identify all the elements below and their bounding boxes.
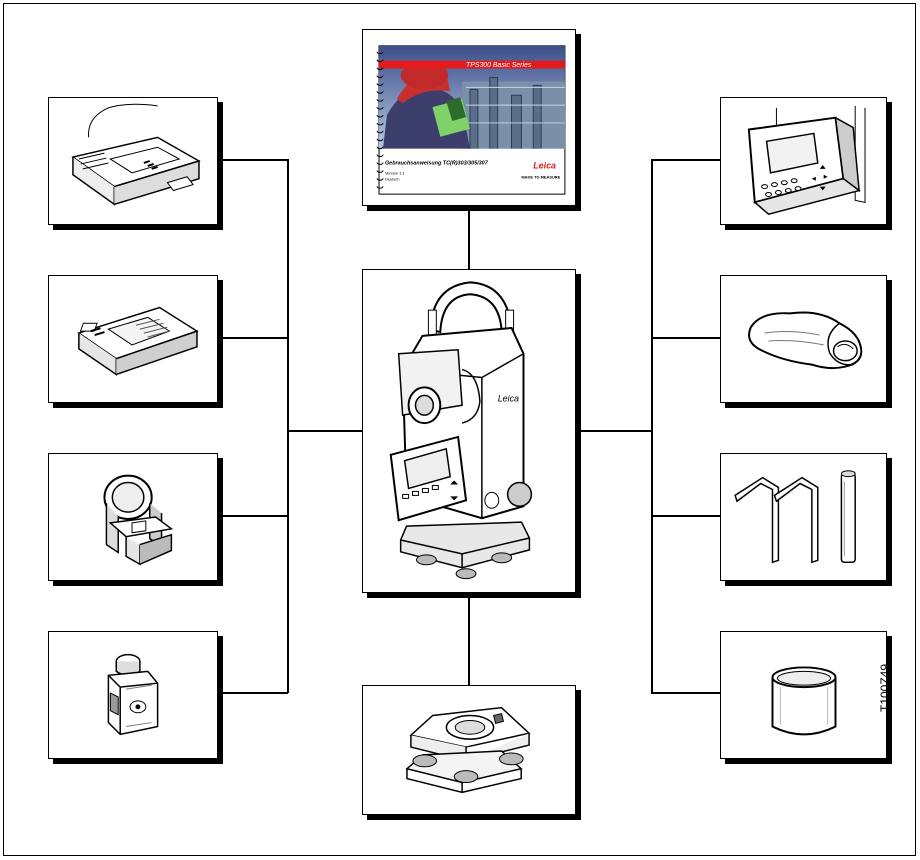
allen-keys-panel bbox=[720, 453, 887, 581]
keyboard-display-panel bbox=[720, 97, 887, 225]
battery-pack-icon bbox=[77, 306, 199, 376]
manual-tagline: MADE TO MEASURE bbox=[521, 174, 560, 179]
allen-keys-icon bbox=[734, 470, 856, 564]
total-station-icon: Leica bbox=[389, 281, 533, 580]
wire-left-branch-3 bbox=[218, 515, 288, 517]
prism-holder-panel bbox=[48, 631, 218, 759]
battery-charger-panel bbox=[48, 97, 218, 225]
wire-instrument-to-right bbox=[576, 430, 652, 432]
protective-cover-icon bbox=[748, 311, 863, 370]
manual-version-label: Version 1.1 bbox=[385, 170, 405, 175]
wire-right-branch-2 bbox=[651, 337, 721, 339]
spiral-binding-icon bbox=[376, 51, 384, 189]
wire-right-trunk bbox=[651, 159, 653, 693]
manual-title-label: Gebrauchsanweisung TC(R)303/305/307 bbox=[385, 160, 489, 166]
lens-hood-icon bbox=[771, 666, 837, 736]
total-station-panel: Leica bbox=[362, 269, 576, 593]
tribrach-icon bbox=[405, 706, 531, 794]
mini-prism-icon bbox=[103, 474, 174, 566]
wire-left-to-instrument bbox=[287, 430, 362, 432]
tribrach-panel bbox=[362, 685, 576, 815]
user-manual-cover: TPS300 Basic Series Gebrauchsanweisung T… bbox=[376, 45, 566, 195]
mini-prism-panel bbox=[48, 453, 218, 581]
wire-instrument-to-tribrach bbox=[468, 593, 470, 685]
wire-right-branch-4 bbox=[651, 692, 721, 694]
figure-code: T100Z49 bbox=[878, 663, 892, 712]
wire-left-trunk bbox=[287, 159, 289, 693]
wire-left-branch-4 bbox=[218, 692, 288, 694]
battery-pack-panel bbox=[48, 275, 218, 403]
prism-holder-icon bbox=[107, 653, 159, 736]
battery-charger-icon bbox=[71, 103, 201, 206]
lens-hood-panel bbox=[720, 631, 887, 759]
user-manual-panel: TPS300 Basic Series Gebrauchsanweisung T… bbox=[362, 29, 576, 206]
wire-right-branch-1 bbox=[651, 159, 721, 161]
wire-left-branch-1 bbox=[218, 159, 288, 161]
protective-cover-panel bbox=[720, 275, 887, 403]
wire-manual-to-instrument bbox=[468, 206, 470, 270]
keyboard-display-icon bbox=[747, 105, 866, 215]
manual-brand-logo: Leica bbox=[533, 160, 556, 170]
figure-border bbox=[3, 3, 916, 856]
manual-series-label: TPS300 Basic Series bbox=[466, 62, 532, 69]
manual-language-label: Deutsch bbox=[385, 176, 399, 181]
wire-right-branch-3 bbox=[651, 515, 721, 517]
wire-left-branch-2 bbox=[218, 337, 288, 339]
instrument-brand-mark: Leica bbox=[498, 393, 519, 403]
